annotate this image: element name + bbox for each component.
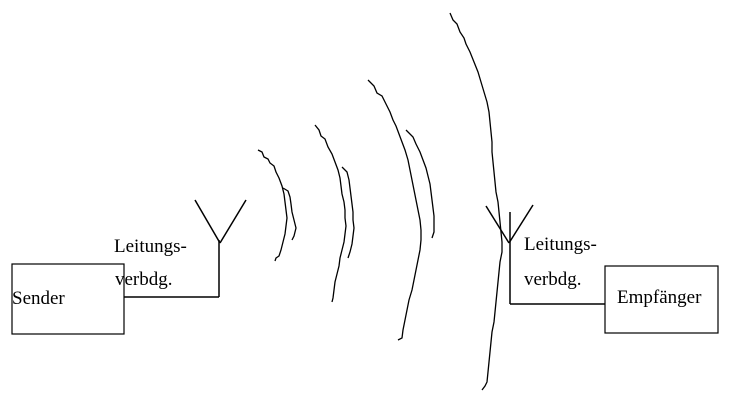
sender-box	[11, 263, 125, 335]
left-feed-line	[124, 240, 220, 298]
wave-2-inner	[341, 166, 355, 259]
wave-2	[314, 124, 347, 303]
wave-1	[257, 149, 288, 262]
right-line-label-1: Leitungs-	[524, 234, 597, 255]
right-line-label-2: verbdg.	[524, 269, 582, 290]
transmit-antenna-icon	[194, 199, 247, 244]
left-line-label-2: verbdg.	[115, 269, 173, 290]
wave-1-inner	[282, 187, 297, 241]
sender-label: Sender	[12, 288, 65, 309]
receiver-box	[604, 265, 719, 334]
left-line-label-1: Leitungs-	[114, 236, 187, 257]
wave-3	[367, 79, 422, 341]
receive-antenna-icon	[485, 204, 534, 304]
receiver-label: Empfänger	[617, 287, 702, 308]
wave-4	[449, 12, 503, 391]
radio-waves	[257, 12, 503, 391]
wave-3-inner	[405, 129, 435, 239]
